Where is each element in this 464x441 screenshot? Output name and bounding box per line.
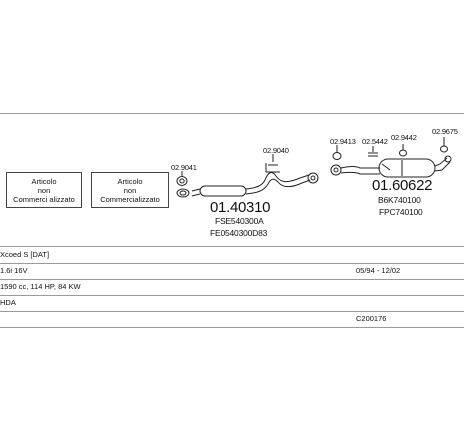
box-left-line1: Articolo — [31, 176, 57, 186]
box-left-line3: Commerci alizzato — [13, 194, 75, 204]
middle-pipe-icon[interactable] — [191, 172, 319, 197]
clamp-r3-icon[interactable] — [399, 144, 407, 157]
row-divider-3 — [0, 279, 464, 280]
vehicle-engine-code: HDA — [0, 298, 16, 307]
row-divider-6 — [0, 327, 464, 328]
row-divider-4 — [0, 295, 464, 296]
unavailable-box-right: Articolo non Commercializzato — [91, 172, 169, 208]
catalog-code: C200176 — [356, 314, 387, 323]
clamp-mid-icon[interactable] — [265, 154, 280, 173]
clamp-left-icon[interactable] — [176, 171, 190, 198]
exhaust-diagram — [176, 137, 452, 198]
clamp-r4-icon[interactable] — [440, 137, 448, 153]
rear-part-ref2: FPC740100 — [379, 207, 423, 217]
top-divider — [0, 113, 464, 114]
rear-part-ref1: B6K740100 — [378, 195, 421, 205]
middle-part-ref2: FE0540300D83 — [210, 228, 268, 238]
vehicle-specs: 1590 cc, 114 HP, 84 KW — [0, 282, 81, 291]
clamp-r2-code: 02.5442 — [362, 137, 388, 146]
row-divider-1 — [0, 246, 464, 247]
vehicle-model: Xcoed S [DAT] — [0, 250, 50, 259]
rear-silencer-icon[interactable] — [330, 155, 452, 178]
clamp-mid-code: 02.9040 — [263, 146, 289, 155]
clamp-left-code: 02.9041 — [171, 163, 197, 172]
box-right-line1: Articolo — [117, 176, 143, 186]
clamp-r2-icon[interactable] — [368, 146, 378, 157]
clamp-r4-code: 02.9675 — [432, 127, 458, 136]
row-divider-2 — [0, 263, 464, 264]
box-left-line2: non — [37, 185, 51, 195]
vehicle-years: 05/94 - 12/02 — [356, 266, 401, 275]
middle-part-number[interactable]: 01.40310 — [210, 199, 271, 216]
unavailable-box-left: Articolo non Commerci alizzato — [6, 172, 82, 208]
box-right-line2: non — [123, 185, 137, 195]
clamp-r3-code: 02.9442 — [391, 133, 417, 142]
clamp-r1-icon[interactable] — [332, 145, 342, 160]
rear-part-number[interactable]: 01.60622 — [372, 177, 433, 194]
vehicle-engine: 1.6i 16V — [0, 266, 28, 275]
row-divider-5 — [0, 311, 464, 312]
middle-part-ref1: FSE540300A — [215, 216, 264, 226]
clamp-r1-code: 02.9413 — [330, 137, 356, 146]
box-right-line3: Commercializzato — [100, 194, 160, 204]
